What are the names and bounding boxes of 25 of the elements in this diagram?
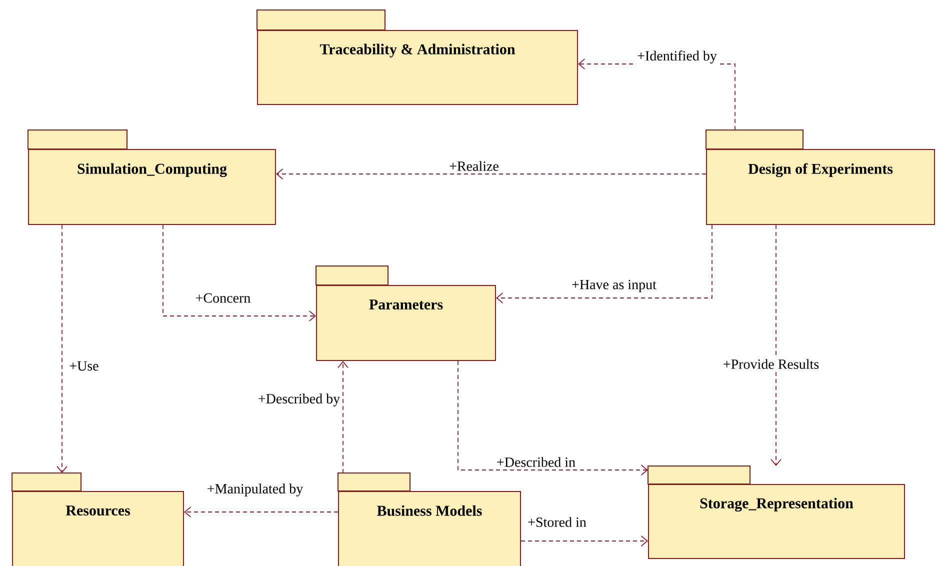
package-box: Parameters bbox=[316, 266, 496, 361]
arrow bbox=[458, 360, 648, 476]
package-box: Traceability & Administration bbox=[256, 10, 578, 105]
arrow bbox=[338, 361, 348, 474]
arrow bbox=[770, 224, 782, 466]
arrow bbox=[184, 506, 338, 518]
edge-label: +Described by bbox=[256, 392, 342, 408]
arrow bbox=[276, 168, 706, 180]
arrow bbox=[56, 224, 68, 473]
edge-label: +Provide Results bbox=[722, 358, 820, 370]
package-box: Resources bbox=[12, 472, 184, 566]
edge-label: +Realize bbox=[448, 160, 500, 172]
arrow bbox=[520, 536, 648, 546]
package-box: Design of Experiments bbox=[706, 130, 935, 225]
arrow bbox=[496, 224, 712, 304]
edge-label: +Use bbox=[68, 360, 100, 372]
arrow bbox=[162, 224, 316, 322]
edge-label: +Described in bbox=[496, 456, 577, 468]
edge-label: +Manipulated by bbox=[206, 482, 304, 498]
edge-label: +Stored in bbox=[526, 516, 588, 528]
edge-label: +Identified by bbox=[636, 50, 718, 64]
edge-label: +Have as input bbox=[570, 278, 658, 294]
package-box: Simulation_Computing bbox=[28, 130, 276, 225]
package-box: Business Models bbox=[338, 472, 521, 566]
package-box: Storage_Representation bbox=[648, 466, 905, 559]
